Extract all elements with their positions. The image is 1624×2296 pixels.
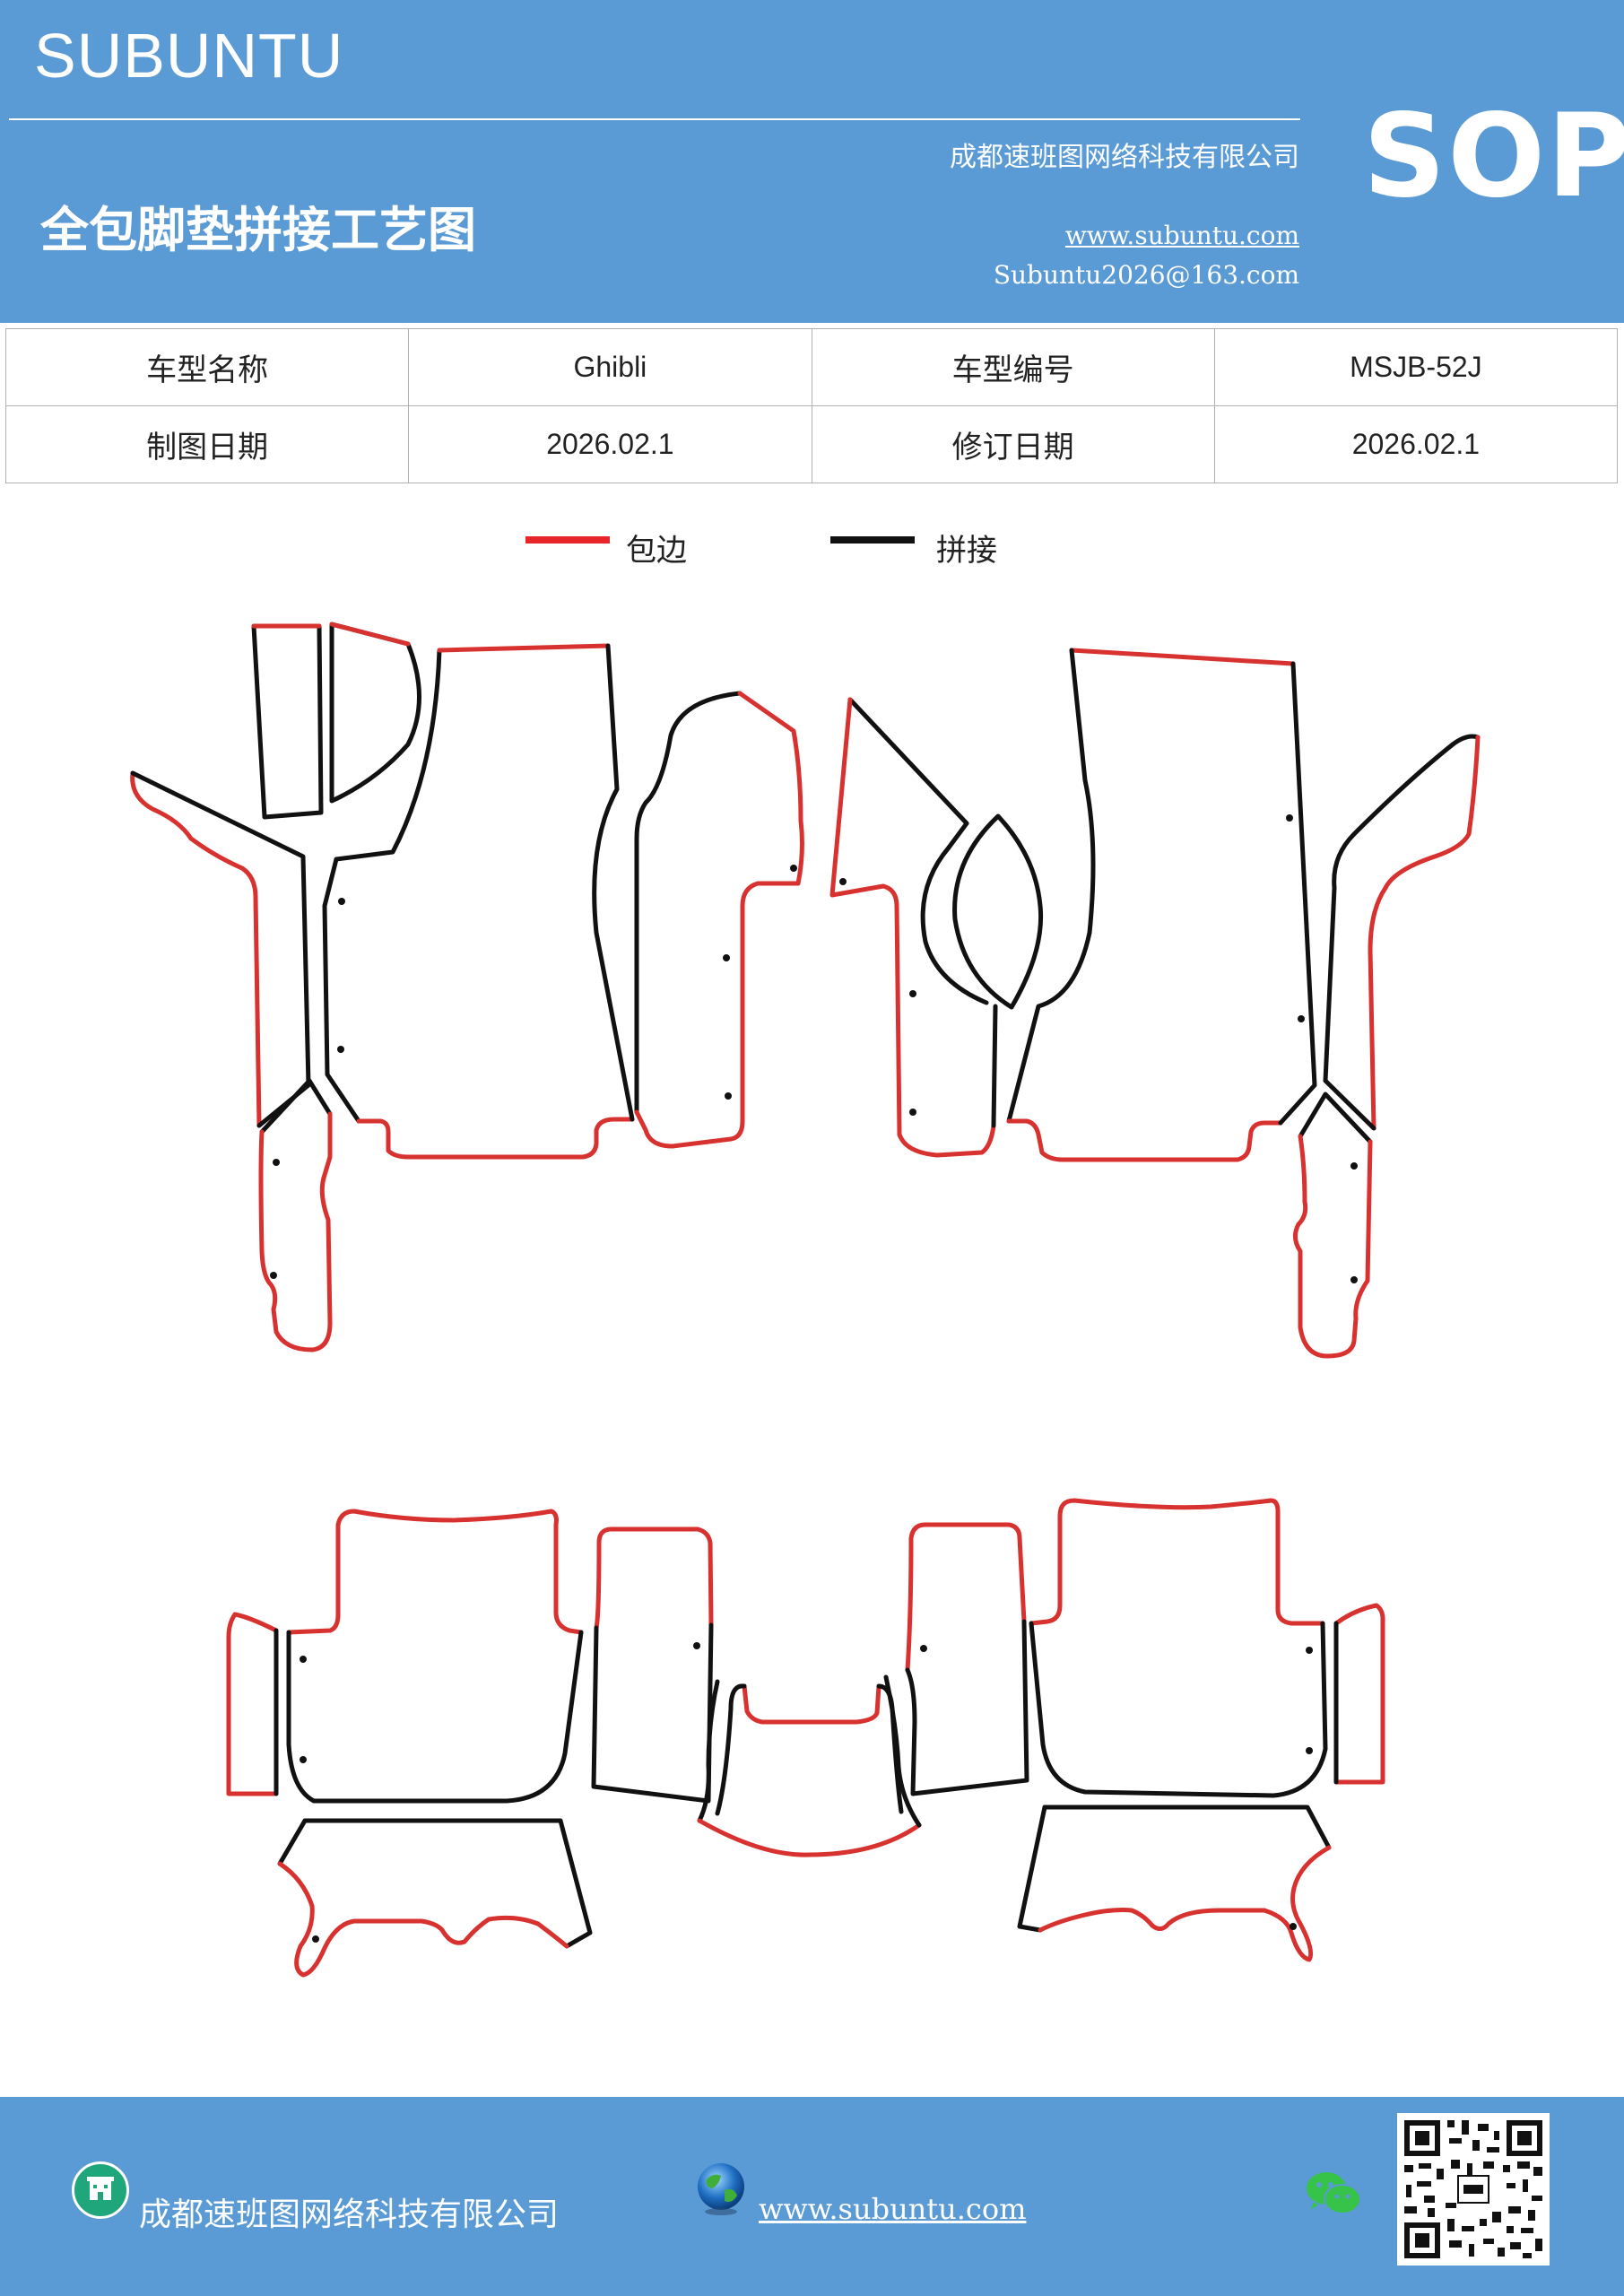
- email-address[interactable]: Subuntu2026@163.com: [993, 260, 1299, 290]
- draw-date-label: 制图日期: [4, 405, 410, 483]
- footer-banner: 成都速班图网络科技有限公司 www.subuntu.com: [0, 2097, 1624, 2296]
- wechat-icon[interactable]: [1302, 2167, 1365, 2221]
- website-link[interactable]: www.subuntu.com: [1064, 221, 1299, 250]
- table-row: 车型名称 Ghibli 车型编号 MSJB-52J: [4, 328, 1619, 406]
- legend-seam-label: 拼接: [936, 533, 997, 569]
- floor-mat-pattern-drawing: [130, 622, 1481, 1978]
- legend-seam-swatch: [830, 536, 915, 544]
- vehicle-info-table: 车型名称 Ghibli 车型编号 MSJB-52J 制图日期 2026.02.1…: [4, 328, 1619, 483]
- model-code-label: 车型编号: [811, 328, 1215, 406]
- legend-edge-label: 包边: [626, 533, 687, 569]
- revision-date-value: 2026.02.1: [1213, 405, 1619, 483]
- document-title: 全包脚垫拼接工艺图: [40, 201, 476, 258]
- front-left-mat-group: [130, 622, 635, 1352]
- draw-date-value: 2026.02.1: [408, 405, 812, 483]
- table-row: 制图日期 2026.02.1 修订日期 2026.02.1: [4, 405, 1619, 483]
- building-icon: [72, 2161, 129, 2219]
- model-code-value: MSJB-52J: [1213, 328, 1619, 406]
- sop-badge: SOP: [1363, 90, 1624, 223]
- globe-icon: [692, 2160, 750, 2217]
- footer-website-link[interactable]: www.subuntu.com: [759, 2192, 1027, 2226]
- header-banner: SUBUNTU 成都速班图网络科技有限公司 全包脚垫拼接工艺图 www.subu…: [0, 0, 1624, 323]
- model-name-value: Ghibli: [408, 328, 812, 406]
- brand-name: SUBUNTU: [34, 21, 344, 91]
- qr-code[interactable]: [1397, 2113, 1550, 2266]
- model-name-label: 车型名称: [4, 328, 410, 406]
- footer-company-name: 成都速班图网络科技有限公司: [139, 2196, 560, 2233]
- revision-date-label: 修订日期: [811, 405, 1215, 483]
- front-left-side-panel: [634, 691, 804, 1149]
- company-name: 成都速班图网络科技有限公司: [950, 142, 1299, 173]
- legend-edge-swatch: [525, 536, 610, 544]
- header-divider: [9, 118, 1300, 120]
- rear-mat-group: [226, 1498, 1385, 1978]
- front-right-mat-group: [829, 648, 1481, 1359]
